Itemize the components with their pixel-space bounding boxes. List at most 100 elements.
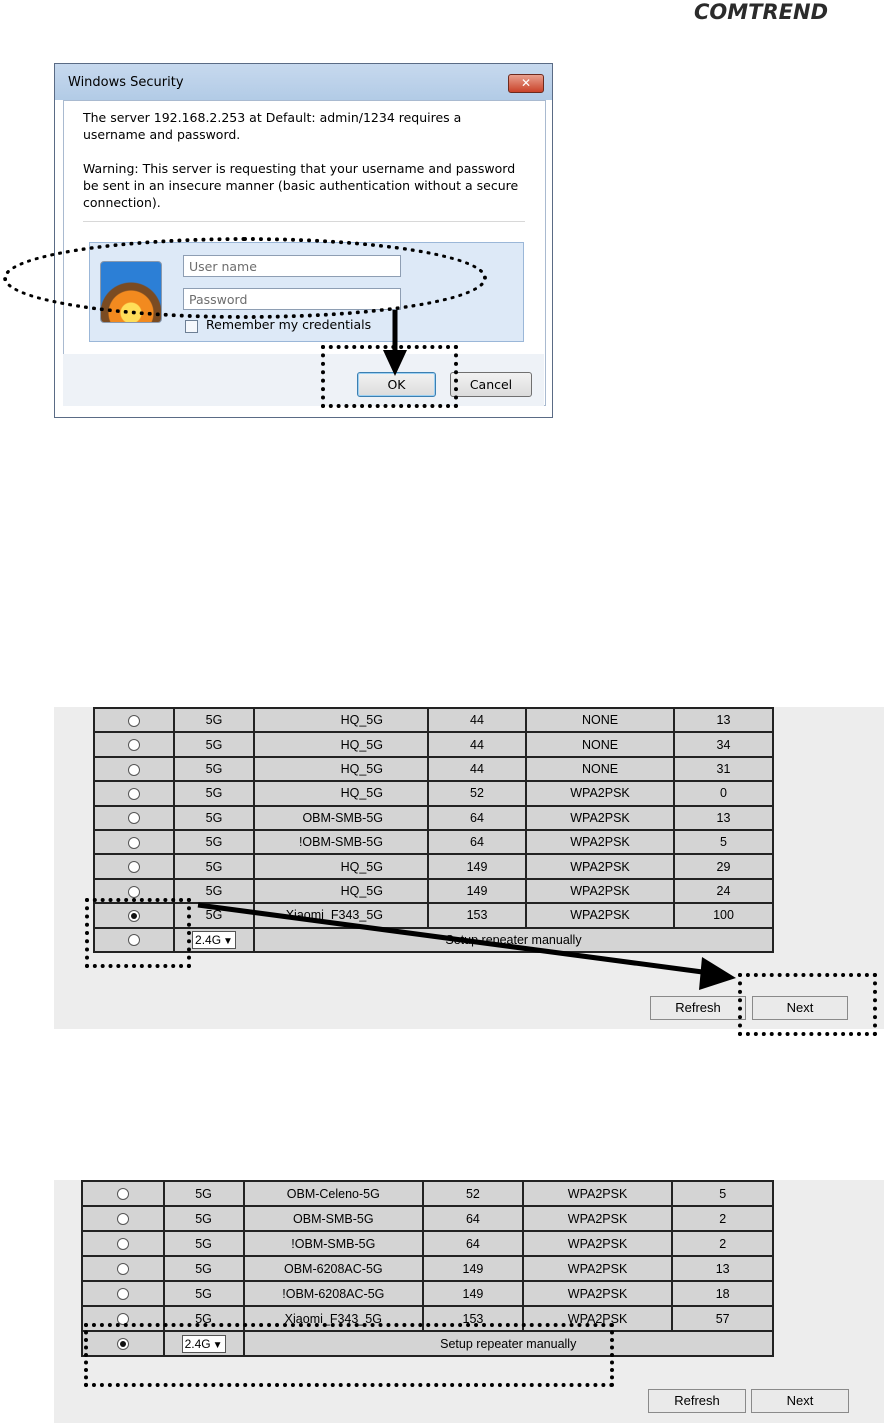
signal-cell: 57 — [671, 1305, 774, 1332]
radio-cell[interactable] — [93, 828, 175, 856]
security-cell: WPA2PSK — [525, 902, 675, 929]
security-cell: WPA2PSK — [521, 1230, 674, 1257]
radio-cell[interactable] — [93, 804, 175, 831]
signal-cell: 31 — [673, 755, 774, 783]
select-radio[interactable] — [116, 1238, 129, 1251]
select-radio[interactable] — [116, 1263, 129, 1276]
channel-cell: 44 — [427, 706, 527, 734]
manual-setup-row[interactable]: 2.4G▼ Setup repeater manually — [81, 1330, 774, 1357]
radio-cell[interactable] — [81, 1280, 165, 1307]
ssid-cell: HQ_5G — [253, 853, 429, 880]
select-radio[interactable] — [128, 861, 140, 874]
select-radio[interactable] — [128, 885, 140, 898]
security-cell: NONE — [525, 706, 675, 734]
signal-cell: 34 — [673, 731, 774, 758]
select-radio[interactable] — [128, 910, 140, 923]
close-icon[interactable]: ✕ — [508, 74, 544, 93]
radio-cell[interactable] — [81, 1330, 165, 1357]
radio-cell[interactable] — [93, 731, 175, 758]
dialog-title: Windows Security — [68, 75, 184, 90]
band-cell: 5G — [173, 804, 255, 831]
ok-button[interactable]: OK — [357, 372, 436, 397]
ssid-cell: HQ_5G — [253, 877, 429, 905]
ssid-cell: OBM-Celeno-5G — [242, 1180, 425, 1207]
security-cell: WPA2PSK — [525, 780, 675, 807]
signal-cell: 5 — [673, 828, 774, 856]
radio-cell[interactable] — [93, 926, 175, 953]
select-radio[interactable] — [128, 714, 140, 727]
manual-setup-label: Setup repeater manually — [242, 1330, 774, 1357]
cancel-button[interactable]: Cancel — [450, 372, 532, 397]
channel-cell: 52 — [422, 1180, 524, 1207]
band-cell: 5G — [162, 1230, 245, 1257]
manual-setup-highlight — [84, 1323, 614, 1387]
radio-cell[interactable] — [93, 706, 175, 734]
ssid-cell: OBM-6208AC-5G — [242, 1255, 425, 1282]
signal-cell: 13 — [673, 804, 774, 831]
select-radio[interactable] — [116, 1188, 129, 1201]
server-message: The server 192.168.2.253 at Default: adm… — [83, 110, 462, 142]
select-radio[interactable] — [116, 1213, 129, 1226]
security-cell: WPA2PSK — [521, 1180, 674, 1207]
band-select[interactable]: 2.4G▼ — [192, 930, 236, 949]
next-button[interactable]: Next — [751, 1389, 849, 1413]
radio-cell[interactable] — [93, 902, 175, 929]
ssid-cell: HQ_5G — [253, 731, 429, 758]
select-radio[interactable] — [128, 763, 140, 776]
select-radio[interactable] — [128, 739, 140, 752]
radio-cell[interactable] — [93, 780, 175, 807]
chevron-down-icon: ▼ — [223, 935, 233, 947]
band-cell: 5G — [162, 1255, 245, 1282]
radio-cell[interactable] — [93, 853, 175, 880]
security-cell: NONE — [525, 731, 675, 758]
band-select[interactable]: 2.4G▼ — [181, 1334, 226, 1353]
insecure-warning: Warning: This server is requesting that … — [83, 161, 519, 210]
next-button[interactable]: Next — [752, 996, 848, 1020]
band-cell: 5G — [173, 853, 255, 880]
band-select-value: 2.4G — [195, 932, 222, 947]
ok-highlight — [321, 345, 458, 408]
security-cell: WPA2PSK — [521, 1280, 674, 1307]
refresh-button[interactable]: Refresh — [648, 1389, 746, 1413]
select-radio[interactable] — [128, 812, 140, 825]
radio-cell[interactable] — [81, 1230, 165, 1257]
manual-setup-radio[interactable] — [116, 1338, 129, 1351]
arrow-down-icon — [383, 310, 407, 376]
radio-cell[interactable] — [81, 1205, 165, 1232]
channel-cell: 64 — [427, 828, 527, 856]
radio-cell[interactable] — [81, 1180, 165, 1207]
signal-cell: 13 — [673, 706, 774, 734]
manual-setup-radio[interactable] — [128, 934, 140, 947]
select-radio[interactable] — [128, 836, 140, 849]
security-cell: WPA2PSK — [521, 1205, 674, 1232]
ssid-cell: !OBM-SMB-5G — [253, 828, 429, 856]
select-radio[interactable] — [116, 1288, 129, 1301]
security-cell: WPA2PSK — [525, 828, 675, 856]
dialog-titlebar: Windows Security ✕ — [55, 64, 552, 100]
radio-cell[interactable] — [81, 1255, 165, 1282]
signal-cell: 2 — [671, 1230, 774, 1257]
channel-cell: 44 — [427, 731, 527, 758]
radio-cell[interactable] — [93, 755, 175, 783]
signal-cell: 13 — [671, 1255, 774, 1282]
remember-credentials-checkbox[interactable] — [185, 320, 198, 333]
divider — [83, 221, 525, 222]
refresh-button[interactable]: Refresh — [650, 996, 746, 1020]
select-radio[interactable] — [128, 788, 140, 801]
signal-cell: 24 — [673, 877, 774, 905]
